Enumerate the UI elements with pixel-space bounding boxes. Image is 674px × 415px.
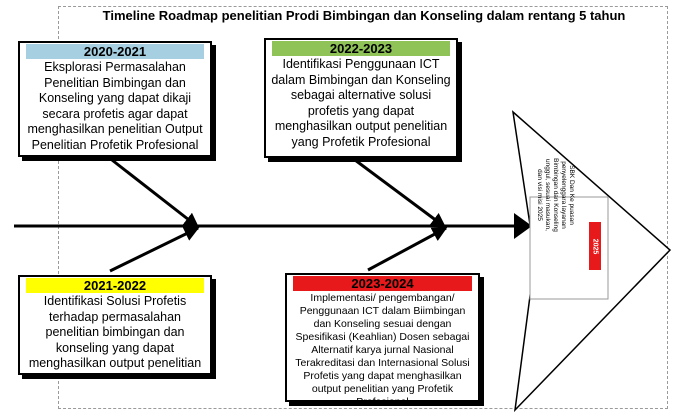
milestone-2020-2021-text: Eksplorasi Permasalahan Penelitian Bimbi… xyxy=(27,60,203,152)
diagram-title: Timeline Roadmap penelitian Prodi Bimbin… xyxy=(102,8,626,23)
milestone-2022-2023-year: 2022-2023 xyxy=(272,41,450,56)
connector-2021-2022 xyxy=(109,226,200,273)
milestone-2023-2024-year: 2023-2024 xyxy=(293,276,472,291)
milestone-2020-2021-year: 2020-2021 xyxy=(26,44,204,59)
milestone-2023-2024: 2023-2024 Implementasi/ pengembangan/ Pe… xyxy=(285,273,480,408)
milestone-2020-2021: 2020-2021 Eksplorasi Permasalahan Peneli… xyxy=(18,41,212,157)
milestone-2023-2024-text: Implementasi/ pengembangan/ Penggunaan I… xyxy=(295,292,470,408)
milestone-2021-2022-text: Identifikasi Solusi Profetis terhadap pe… xyxy=(28,294,202,370)
milestone-2022-2023-text: Identifikasi Penggunaan ICT dalam Bimbin… xyxy=(271,57,451,149)
diagram-frame xyxy=(58,6,668,409)
goal-year-tag: 2025 xyxy=(589,222,601,270)
milestone-2021-2022: 2021-2022 Identifikasi Solusi Profetis t… xyxy=(18,275,212,375)
milestone-2022-2023: 2022-2023 Identifikasi Penggunaan ICT da… xyxy=(264,38,458,158)
milestone-2021-2022-year: 2021-2022 xyxy=(26,278,204,293)
goal-year: 2025 xyxy=(591,238,599,254)
connector-2022-2023 xyxy=(354,158,447,229)
goal-text: SBK Dan Ke puasan penyelenggara layanan … xyxy=(536,158,575,232)
connector-2020-2021 xyxy=(111,158,200,229)
timeline-spine-arrowhead xyxy=(514,213,532,239)
connector-2023-2024 xyxy=(367,226,448,272)
